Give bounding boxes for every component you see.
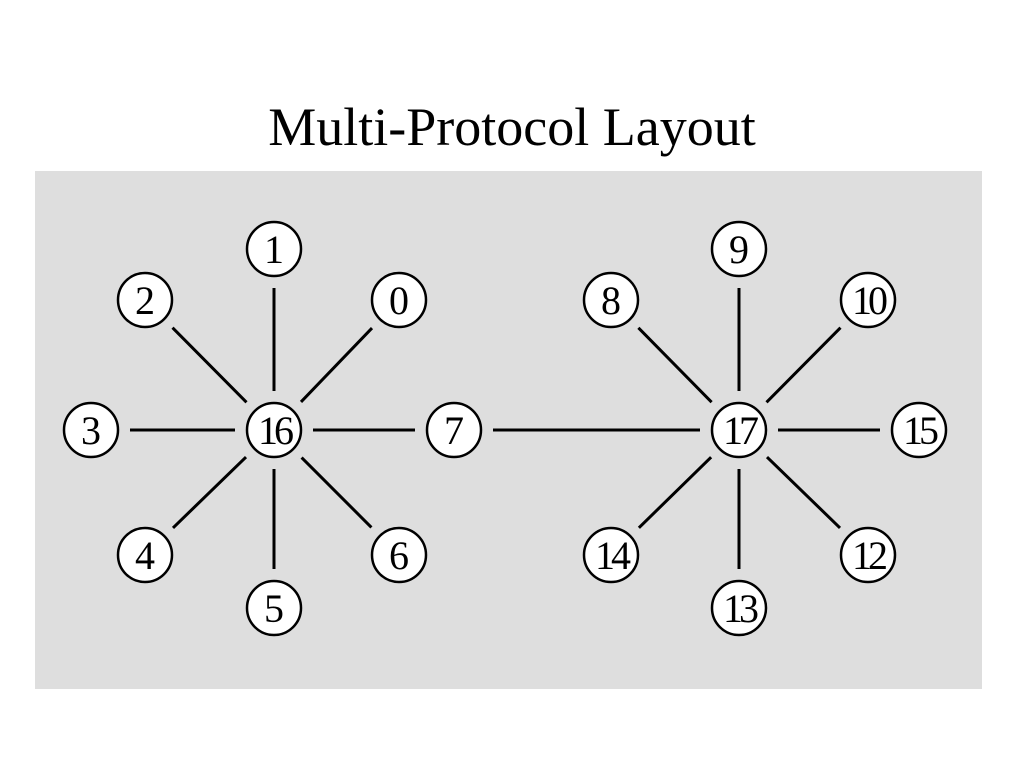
- node-circle: [245, 220, 303, 278]
- network-diagram-canvas: 01234567891011121314151617: [35, 171, 982, 689]
- node-2: 2: [116, 271, 174, 329]
- edge-n17-n8: [637, 326, 713, 404]
- node-17: 17: [710, 401, 768, 459]
- node-8: 8: [582, 271, 640, 329]
- node-label: 1: [264, 227, 284, 272]
- node-circle: [116, 526, 174, 584]
- edge-n16-n6: [300, 456, 373, 529]
- node-label: 5: [264, 586, 284, 631]
- slide-title: Multi-Protocol Layout: [268, 97, 756, 157]
- node-circle: [370, 271, 428, 329]
- node-label: 2: [135, 278, 155, 323]
- node-circle: [370, 526, 428, 584]
- node-label: 8: [601, 278, 621, 323]
- edge-n16-n2: [171, 326, 248, 404]
- node-circle: [710, 401, 768, 459]
- node-circle: [839, 271, 897, 329]
- node-circle: [582, 526, 640, 584]
- node-label: 12: [852, 533, 886, 578]
- node-label: 0: [389, 278, 409, 323]
- node-14: 14: [582, 526, 640, 584]
- node-10: 10: [839, 271, 897, 329]
- node-circle: [839, 526, 897, 584]
- edge-n17-n12: [765, 456, 842, 529]
- node-circle: [245, 579, 303, 637]
- edge-group: [130, 288, 880, 569]
- node-15: 15: [890, 401, 948, 459]
- node-label: 17: [723, 408, 758, 453]
- node-circle: [710, 579, 768, 637]
- network-diagram: 01234567891011121314151617: [35, 171, 982, 689]
- node-7: 7: [425, 401, 483, 459]
- node-4: 4: [116, 526, 174, 584]
- node-label: 13: [723, 586, 758, 631]
- node-0: 0: [370, 271, 428, 329]
- node-circle: [582, 271, 640, 329]
- node-circle: [245, 401, 303, 459]
- node-circle: [710, 220, 768, 278]
- edge-n17-n14: [637, 456, 713, 529]
- node-16: 16: [245, 401, 303, 459]
- node-circle: [890, 401, 948, 459]
- node-label: 3: [81, 408, 101, 453]
- node-6: 6: [370, 526, 428, 584]
- node-9: 9: [710, 220, 768, 278]
- node-circle: [116, 271, 174, 329]
- edge-n17-n10: [765, 326, 842, 404]
- node-12: 12: [839, 526, 897, 584]
- node-label: 9: [729, 227, 749, 272]
- node-label: 10: [852, 278, 887, 323]
- node-label: 14: [595, 533, 631, 578]
- node-label: 6: [389, 533, 409, 578]
- node-3: 3: [62, 401, 120, 459]
- node-label: 4: [135, 533, 155, 578]
- node-13: 13: [710, 579, 768, 637]
- node-group: 01234567891011121314151617: [62, 220, 948, 637]
- node-circle: [425, 401, 483, 459]
- node-5: 5: [245, 579, 303, 637]
- node-label: 16: [258, 408, 293, 453]
- edge-n16-n4: [171, 456, 248, 529]
- node-circle: [62, 401, 120, 459]
- edge-n16-n0: [299, 327, 374, 403]
- node-label: 15: [903, 408, 938, 453]
- node-1: 1: [245, 220, 303, 278]
- node-label: 7: [444, 408, 464, 453]
